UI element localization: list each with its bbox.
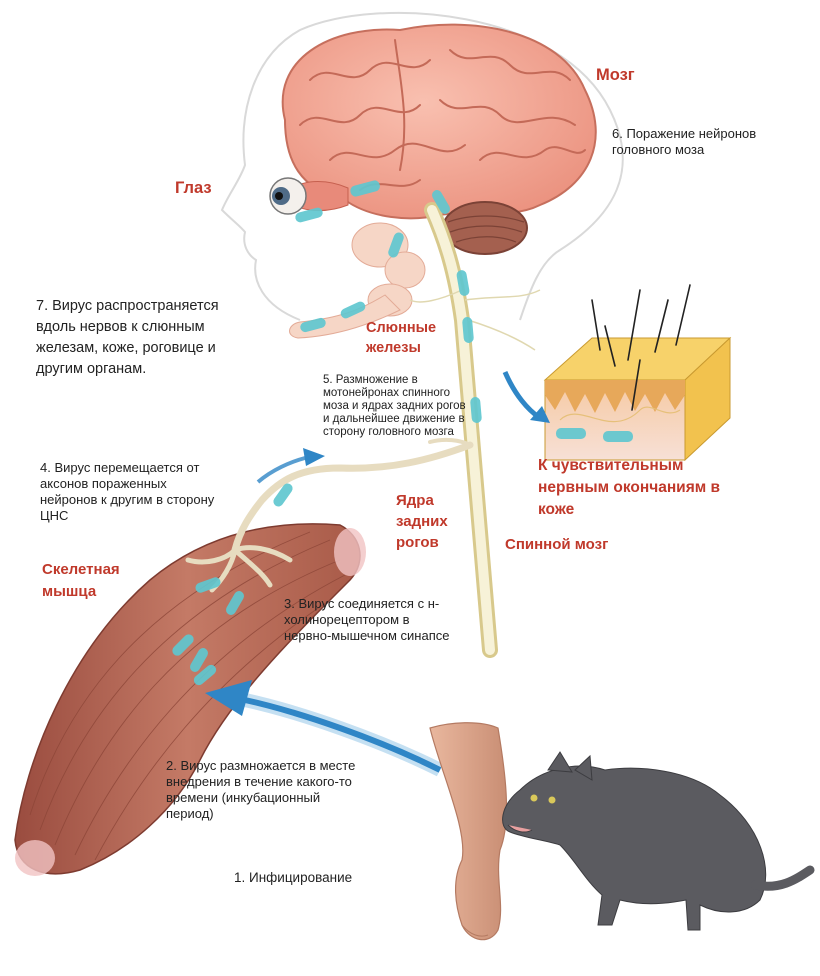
spinal-cord	[409, 202, 541, 658]
head-outline	[220, 11, 624, 321]
label-brain: Мозг	[596, 66, 635, 84]
label-eye: Глаз	[175, 179, 212, 197]
motor-neuron	[185, 437, 474, 593]
brain	[281, 23, 597, 255]
step-5-spinal-replication: 5. Размножение в мотонейронах спинного м…	[323, 374, 466, 438]
step-3-receptor-binding: 3. Вирус соединяется с н- холинорецептор…	[284, 596, 450, 643]
step-1-infection: 1. Инфицирование	[234, 870, 353, 885]
skin-block	[543, 284, 732, 462]
label-spinal-cord: Спинной мозг	[505, 536, 609, 553]
skeletal-muscle	[14, 523, 366, 876]
label-dorsal-horn-nuclei: Ядра задних рогов	[396, 492, 448, 551]
flow-arrows	[205, 371, 550, 777]
virus-particles	[172, 180, 633, 686]
label-salivary-glands: Слюнные железы	[366, 320, 437, 356]
label-skeletal-muscle: Скелетная мышца	[42, 561, 120, 600]
step-2-incubation: 2. Вирус размножается в месте внедрения …	[166, 758, 356, 821]
step-7-spread: 7. Вирус распространяется вдоль нервов к…	[36, 298, 219, 377]
step-4-axonal-transport: 4. Вирус перемещается от аксонов поражен…	[40, 460, 215, 523]
step-6-brain-neurons: 6. Поражение нейронов головного моза	[612, 126, 757, 157]
human-arm	[429, 722, 508, 941]
cat	[502, 751, 815, 931]
label-skin-nerve-endings: К чувствительным нервным окончаниям в ко…	[538, 457, 721, 518]
eye	[269, 177, 349, 215]
